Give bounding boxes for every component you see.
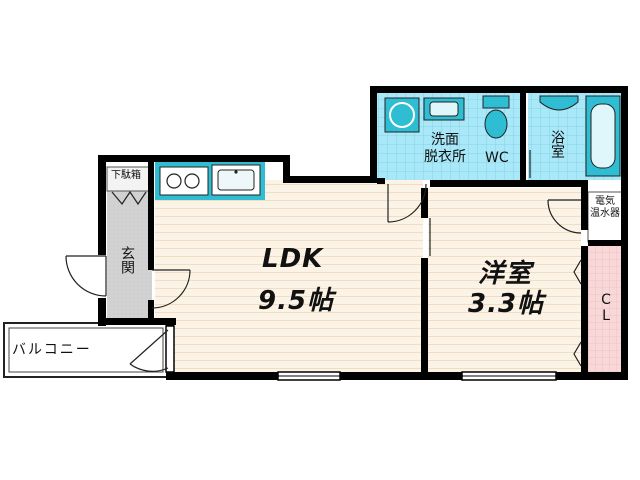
window-ldk <box>277 371 341 381</box>
balcony-inner <box>8 327 164 373</box>
ldk-size: 9.5帖 <box>258 286 335 316</box>
door-senmen <box>387 183 427 223</box>
washbasin <box>423 97 465 121</box>
ldk-name: LDK <box>262 244 324 274</box>
yoshitsu-floor <box>428 188 581 374</box>
toilet <box>482 95 510 139</box>
genkan-floor <box>107 190 152 318</box>
window-yoshitsu <box>461 371 557 381</box>
yoshitsu-size: 3.3帖 <box>468 289 545 319</box>
balcony-label: バルコニー <box>12 342 92 358</box>
walls <box>98 86 628 380</box>
closet-floor <box>588 246 622 372</box>
getabako-label: 下駄箱 <box>111 170 141 181</box>
kitchen-sink <box>211 164 261 196</box>
getabako-door <box>111 190 147 206</box>
yoshitsu-name: 洋室 <box>478 259 533 289</box>
senmen-label: 洗面 脱衣所 <box>424 132 466 165</box>
denki-label: 電気 温水器 <box>590 196 620 219</box>
ldk-floor <box>155 180 423 374</box>
denki-area <box>587 191 623 243</box>
window-balcony <box>165 325 175 373</box>
wc-label: WC <box>485 150 509 166</box>
stove <box>159 166 209 196</box>
getabako <box>106 166 153 192</box>
bathtub <box>585 95 621 177</box>
door-balcony <box>129 329 169 372</box>
closet-door-bottom <box>573 341 582 367</box>
bathroom-sink <box>539 95 579 111</box>
yokushitsu-label: 浴室 <box>549 130 565 158</box>
door-denki <box>547 199 582 234</box>
genkan-label: 玄関 <box>119 246 135 274</box>
closet-door-top <box>573 259 582 285</box>
washing-machine <box>384 97 420 133</box>
closet-label: CL <box>598 292 614 324</box>
door-ldk <box>151 269 191 309</box>
door-genkan <box>65 255 107 297</box>
